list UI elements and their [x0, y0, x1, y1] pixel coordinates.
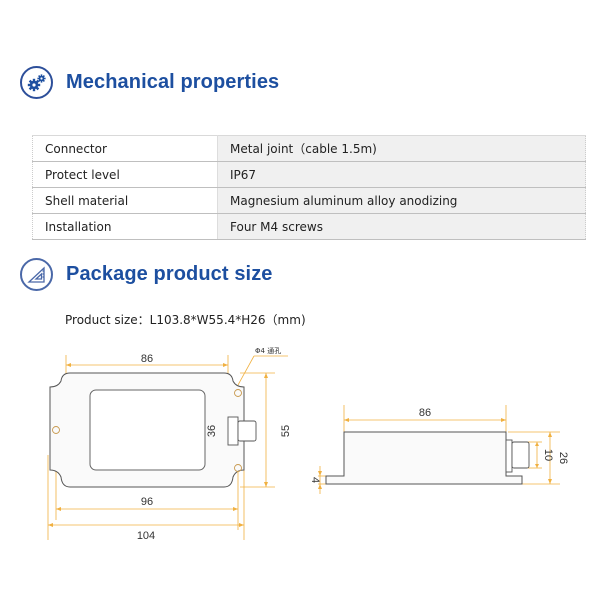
dim-label: 26: [557, 452, 569, 464]
top-view: 86 96 104 36 55 Φ4 通孔: [47, 346, 292, 542]
property-value: Four M4 screws: [217, 213, 586, 240]
dim-label: 36: [206, 425, 218, 437]
side-view: 86 10 26 4: [309, 405, 569, 494]
dim-label: 104: [137, 530, 155, 542]
property-label: Protect level: [32, 161, 218, 188]
package-size-header: Package product size: [20, 258, 273, 291]
hole-note: Φ4 通孔: [255, 346, 281, 355]
dim-label: 86: [141, 353, 153, 365]
property-label: Installation: [32, 213, 218, 240]
set-square-icon: [20, 258, 53, 291]
dim-label: 86: [419, 407, 431, 419]
property-value: Magnesium aluminum alloy anodizing: [217, 187, 586, 214]
dim-label: 10: [542, 449, 554, 461]
mechanical-properties-table: Connector Metal joint（cable 1.5m) Protec…: [32, 135, 586, 240]
dim-label: 4: [309, 477, 321, 483]
dim-label: 96: [141, 496, 153, 508]
product-size-text: Product size：L103.8*W55.4*H26（mm): [65, 313, 306, 327]
section-title: Package product size: [66, 263, 273, 285]
gears-icon: [20, 66, 53, 99]
table-row: Installation Four M4 screws: [32, 213, 586, 240]
property-value: IP67: [217, 161, 586, 188]
mechanical-properties-header: Mechanical properties: [20, 66, 279, 99]
property-label: Shell material: [32, 187, 218, 214]
dim-label: 55: [280, 425, 292, 437]
section-title: Mechanical properties: [66, 71, 280, 93]
table-row: Protect level IP67: [32, 161, 586, 188]
table-row: Shell material Magnesium aluminum alloy …: [32, 187, 586, 214]
